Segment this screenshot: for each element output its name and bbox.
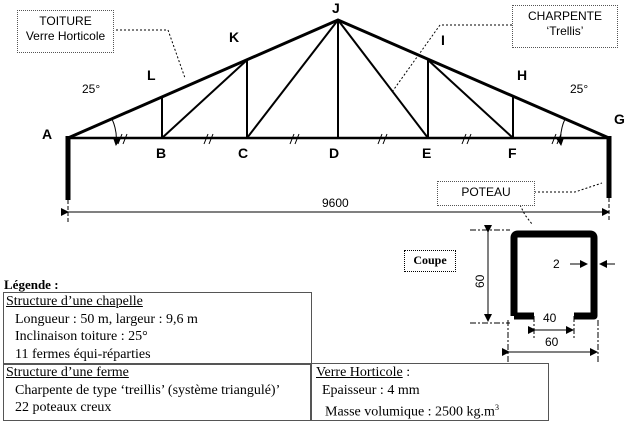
angle-arc-right: [556, 118, 566, 146]
legend-chapelle: Structure d’une chapelle Longueur : 50 m…: [3, 292, 312, 365]
ferme-row: 22 poteaux creux: [15, 400, 112, 415]
unit-exponent: 3: [494, 403, 499, 412]
verre-heading: Verre Horticole: [316, 365, 403, 380]
node-label-j: J: [332, 0, 340, 16]
section-opening-label: 40: [543, 311, 557, 325]
charpente-title: CHARPENTE: [527, 9, 602, 23]
section-width-label: 60: [545, 335, 559, 349]
node-label-e: E: [422, 145, 431, 161]
node-label-b: B: [156, 145, 166, 161]
toiture-title: TOITURE: [39, 14, 92, 28]
node-label-g: G: [614, 111, 625, 127]
node-label-l: L: [147, 67, 156, 83]
toiture-subtitle: Verre Horticole: [25, 29, 106, 43]
verre-row: Epaisseur : 4 mm: [322, 382, 420, 398]
verre-row: Masse volumique : 2500 kg.m: [325, 404, 495, 420]
node-label-d: D: [329, 145, 339, 161]
legend-ferme: Structure d’une ferme Charpente de type …: [3, 363, 312, 421]
verre-heading-suffix: :: [402, 365, 411, 380]
legend-title: Légende :: [4, 277, 59, 292]
ferme-row: Charpente de type ‘treillis’ (système tr…: [15, 382, 281, 398]
section-dimensions: [470, 225, 615, 362]
chapelle-row: Inclinaison toiture : 25°: [15, 329, 148, 344]
angle-label-right: 25°: [570, 82, 588, 96]
node-labels: A B C D E F G H I J K L: [42, 0, 625, 161]
charpente-callout: CHARPENTE ‘Trellis’: [512, 5, 618, 48]
chapelle-row: Longueur : 50 m, largeur : 9,6 m: [15, 311, 198, 327]
poteau-callout: POTEAU: [437, 181, 535, 206]
hollow-post-section: [510, 230, 598, 320]
angle-arc-left: [111, 118, 121, 146]
node-label-f: F: [508, 145, 517, 161]
ferme-heading: Structure d’une ferme: [6, 365, 129, 380]
truss-members: [61, 18, 615, 362]
chapelle-heading: Structure d’une chapelle: [6, 294, 143, 309]
node-label-k: K: [229, 29, 239, 45]
toiture-callout: TOITURE Verre Horticole: [17, 10, 114, 53]
legend-verre: Verre Horticole : Epaisseur : 4 mm Masse…: [310, 363, 549, 421]
charpente-subtitle: ‘Trellis’: [546, 24, 584, 38]
node-label-h: H: [517, 67, 527, 83]
leader-lines: [112, 24, 603, 225]
section-height-label: 60: [473, 274, 487, 288]
section-thickness-label: 2: [553, 257, 560, 271]
span-dimension-label: 9600: [322, 196, 349, 210]
web-members: [161, 19, 514, 139]
angle-label-left: 25°: [82, 82, 100, 96]
node-label-i: I: [441, 32, 445, 48]
chapelle-row: 11 fermes équi-réparties: [15, 346, 151, 362]
coupe-label: Coupe: [404, 250, 456, 272]
node-label-c: C: [238, 145, 248, 161]
node-label-a: A: [42, 126, 52, 142]
